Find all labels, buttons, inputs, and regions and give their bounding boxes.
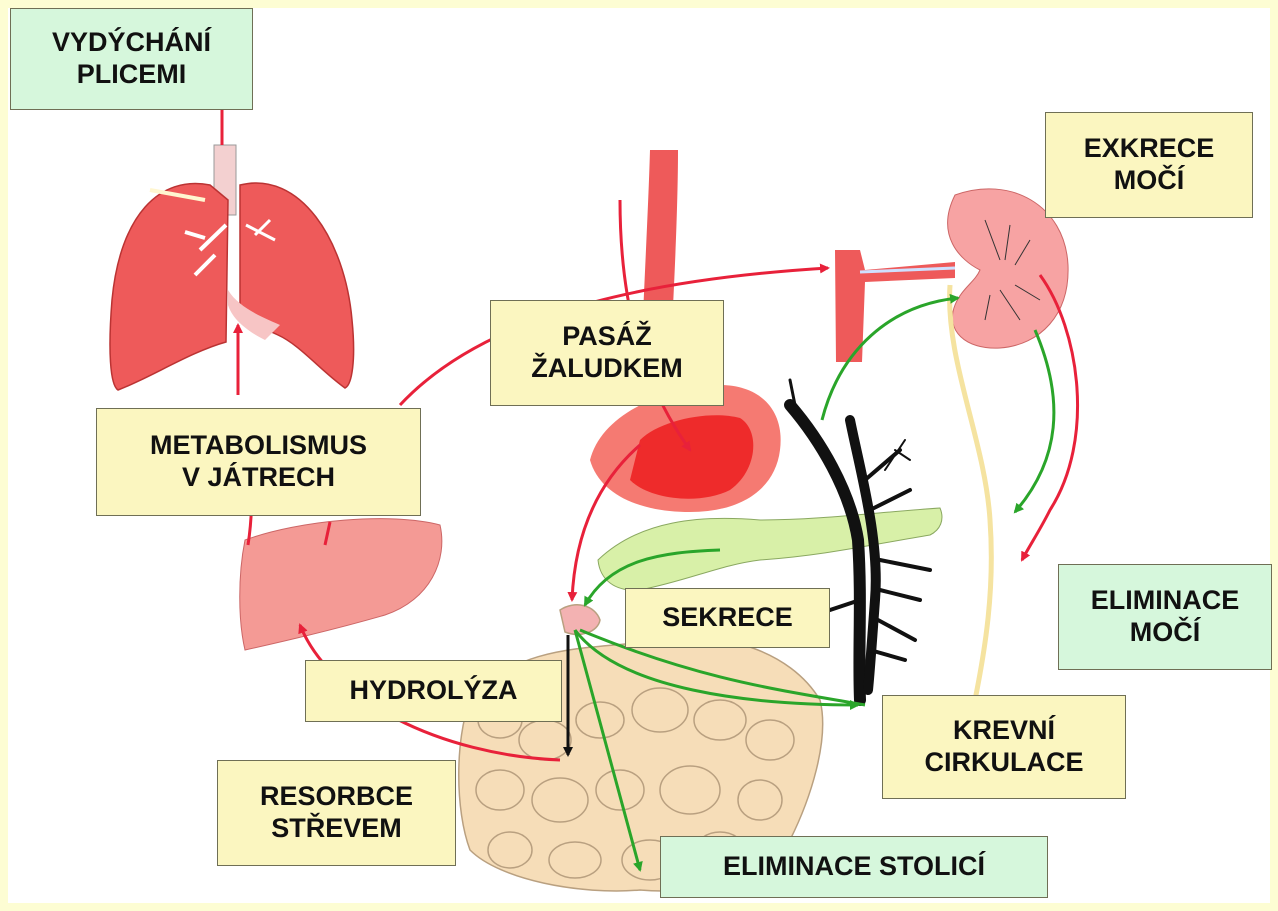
pancreas-illustration (598, 508, 942, 590)
label-secretion: SEKRECE (625, 588, 830, 648)
liver-illustration (240, 519, 442, 650)
label-urine-excretion: EXKRECE MOČÍ (1045, 112, 1253, 218)
label-exhalation: VYDÝCHÁNÍ PLICEMI (10, 8, 253, 110)
label-urine-elimination: ELIMINACE MOČÍ (1058, 564, 1272, 670)
lungs-illustration (110, 145, 354, 390)
label-blood-circulation: KREVNÍ CIRKULACE (882, 695, 1126, 799)
label-stomach-passage: PASÁŽ ŽALUDKEM (490, 300, 724, 406)
label-stool-elimination: ELIMINACE STOLICÍ (660, 836, 1048, 898)
label-hydrolysis: HYDROLÝZA (305, 660, 562, 722)
label-intestinal-resorption: RESORBCE STŘEVEM (217, 760, 456, 866)
label-liver-metabolism: METABOLISMUS V JÁTRECH (96, 408, 421, 516)
